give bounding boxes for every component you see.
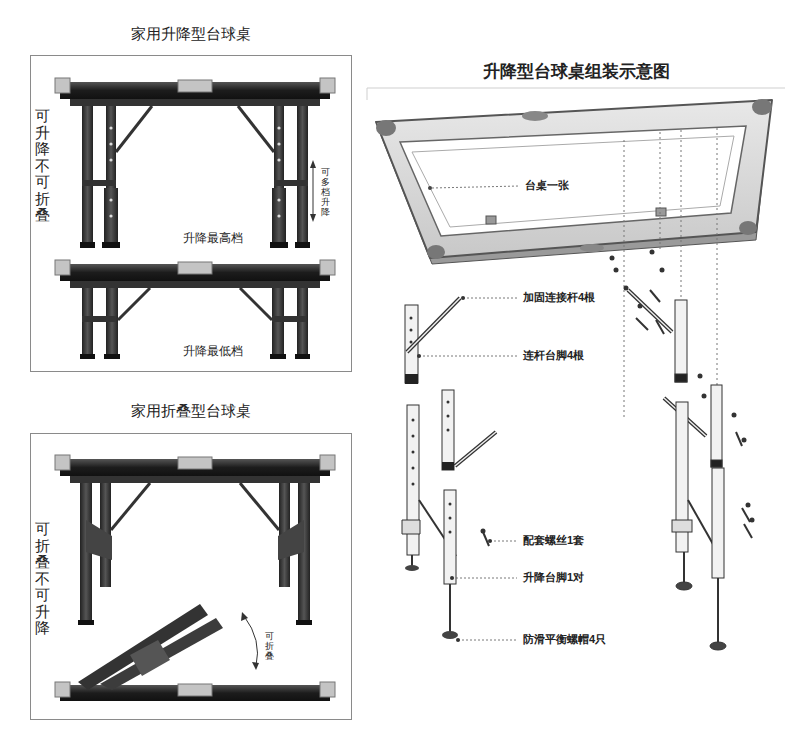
assembly-frame bbox=[367, 88, 785, 100]
parts-right bbox=[610, 250, 755, 651]
lift-table-high bbox=[55, 78, 335, 248]
vertical-note: 可折叠 bbox=[265, 632, 274, 662]
guide-lines bbox=[624, 128, 717, 420]
vertical-note: 可升降不可折叠 bbox=[35, 108, 50, 224]
panel-heading: 家用升降型台球桌 bbox=[131, 25, 251, 43]
part-label: 台桌一张 bbox=[524, 179, 570, 192]
vertical-note: 可折叠不可升降 bbox=[35, 521, 50, 637]
panel-box: 家用折叠型台球桌可折叠不可升降可折叠 bbox=[30, 433, 352, 720]
panel-heading: 家用折叠型台球桌 bbox=[131, 402, 251, 420]
level-caption: 升降最低档 bbox=[183, 344, 243, 358]
fold-table-closed bbox=[55, 604, 335, 701]
part-label: 加固连接杆4根 bbox=[522, 291, 596, 304]
part-label: 防滑平衡螺帽4只 bbox=[522, 633, 607, 646]
part-label: 升降台脚1对 bbox=[522, 571, 585, 584]
leader-dots bbox=[417, 296, 492, 642]
double-arrow bbox=[310, 160, 316, 222]
lift-table-low bbox=[55, 260, 335, 359]
table-top bbox=[376, 99, 772, 264]
part-label: 配套螺丝1套 bbox=[522, 534, 585, 547]
leader-lines bbox=[419, 186, 520, 640]
parts-left bbox=[402, 298, 496, 639]
diagram-title: 升降型台球桌组装示意图 bbox=[483, 62, 670, 82]
panel-box: 家用升降型台球桌可升降不可折叠可多档升降升降最高档升降最低档 bbox=[30, 55, 352, 372]
vertical-note: 可多档升降 bbox=[321, 168, 330, 217]
fold-table-open bbox=[55, 455, 335, 625]
part-label: 连杆台脚4根 bbox=[522, 349, 585, 362]
level-caption: 升降最高档 bbox=[183, 231, 243, 245]
